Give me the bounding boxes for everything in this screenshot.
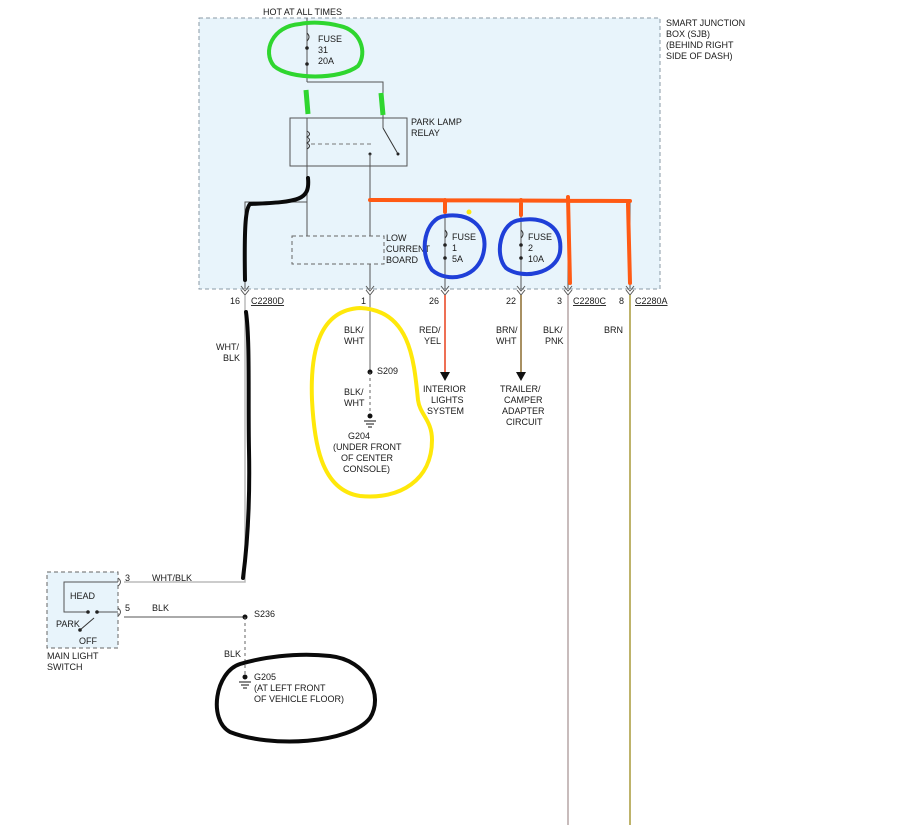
ground-g204-icon bbox=[364, 413, 376, 428]
svg-text:MAIN LIGHT: MAIN LIGHT bbox=[47, 651, 99, 661]
svg-text:1: 1 bbox=[361, 296, 366, 306]
svg-text:20A: 20A bbox=[318, 56, 334, 66]
fuse-31: FUSE 31 20A bbox=[305, 18, 342, 82]
fuse-2: FUSE 2 10A bbox=[519, 229, 552, 264]
ground-g205-icon bbox=[239, 674, 251, 689]
svg-text:WHT: WHT bbox=[496, 336, 517, 346]
svg-text:16: 16 bbox=[230, 296, 240, 306]
wire-label-blk-ground: BLK bbox=[224, 649, 241, 659]
yellow-circle-g204 bbox=[309, 305, 435, 499]
green-circle-fuse31 bbox=[267, 20, 365, 79]
svg-text:RED/: RED/ bbox=[419, 325, 441, 335]
arrow-trailer bbox=[516, 372, 526, 381]
black-circle-g205 bbox=[214, 652, 377, 744]
svg-text:BLK/: BLK/ bbox=[543, 325, 563, 335]
svg-text:26: 26 bbox=[429, 296, 439, 306]
svg-text:5A: 5A bbox=[452, 254, 463, 264]
svg-text:HEAD: HEAD bbox=[70, 591, 96, 601]
svg-text:2: 2 bbox=[528, 243, 533, 253]
svg-text:BRN: BRN bbox=[604, 325, 623, 335]
blue-circle-fuse2 bbox=[497, 217, 563, 277]
svg-text:SYSTEM: SYSTEM bbox=[427, 406, 464, 416]
green-mark-relay-left bbox=[303, 89, 311, 115]
main-light-switch: HEAD PARK OFF 3 5 MAIN LIGHT SWITCH bbox=[46, 571, 130, 672]
svg-text:(BEHIND RIGHT: (BEHIND RIGHT bbox=[666, 40, 734, 50]
svg-text:ADAPTER: ADAPTER bbox=[502, 406, 545, 416]
pin-labels: 16 C2280D 1 26 22 3 C2280C 8 C2280A bbox=[230, 296, 668, 306]
svg-text:BRN/: BRN/ bbox=[496, 325, 518, 335]
wire-label-wht-blk: WHT/BLK bbox=[152, 573, 192, 583]
svg-text:YEL: YEL bbox=[424, 336, 441, 346]
sjb-box bbox=[198, 17, 661, 290]
svg-text:C2280D: C2280D bbox=[251, 296, 285, 306]
svg-text:CAMPER: CAMPER bbox=[504, 395, 543, 405]
svg-text:3: 3 bbox=[557, 296, 562, 306]
svg-text:BLK/: BLK/ bbox=[344, 387, 364, 397]
svg-text:OF VEHICLE FLOOR): OF VEHICLE FLOOR) bbox=[254, 694, 344, 704]
svg-text:FUSE: FUSE bbox=[528, 232, 552, 242]
svg-text:PARK: PARK bbox=[56, 619, 80, 629]
svg-text:INTERIOR: INTERIOR bbox=[423, 384, 467, 394]
low-current-board: LOW CURRENT BOARD bbox=[291, 233, 431, 265]
svg-text:S209: S209 bbox=[377, 366, 398, 376]
svg-text:(UNDER FRONT: (UNDER FRONT bbox=[333, 442, 402, 452]
svg-text:WHT: WHT bbox=[344, 398, 365, 408]
s236-label: S236 bbox=[254, 609, 275, 619]
svg-text:BLK: BLK bbox=[223, 353, 240, 363]
svg-text:1: 1 bbox=[452, 243, 457, 253]
svg-text:TRAILER/: TRAILER/ bbox=[500, 384, 541, 394]
svg-text:SMART JUNCTION: SMART JUNCTION bbox=[666, 18, 745, 28]
svg-text:22: 22 bbox=[506, 296, 516, 306]
sjb-label: SMART JUNCTION BOX (SJB) (BEHIND RIGHT S… bbox=[666, 18, 745, 61]
hot-at-all-times-label: HOT AT ALL TIMES bbox=[263, 7, 342, 17]
svg-text:3: 3 bbox=[125, 573, 130, 583]
park-lamp-relay: PARK LAMP RELAY bbox=[289, 117, 462, 167]
orange-trace bbox=[368, 195, 632, 285]
svg-text:C2280C: C2280C bbox=[573, 296, 607, 306]
svg-text:CONSOLE): CONSOLE) bbox=[343, 464, 390, 474]
svg-text:BOARD: BOARD bbox=[386, 255, 419, 265]
wire-label-blk: BLK bbox=[152, 603, 169, 613]
svg-text:5: 5 bbox=[125, 603, 130, 613]
arrow-interior bbox=[440, 372, 450, 381]
svg-text:BLK/: BLK/ bbox=[344, 325, 364, 335]
g204-label: G204 (UNDER FRONT OF CENTER CONSOLE) bbox=[333, 431, 402, 474]
svg-text:OFF: OFF bbox=[79, 636, 97, 646]
svg-text:WHT/: WHT/ bbox=[216, 342, 239, 352]
svg-text:RELAY: RELAY bbox=[411, 128, 440, 138]
svg-text:FUSE: FUSE bbox=[452, 232, 476, 242]
yellow-dot bbox=[466, 209, 472, 215]
svg-text:C2280A: C2280A bbox=[635, 296, 668, 306]
trailer-label: TRAILER/ CAMPER ADAPTER CIRCUIT bbox=[500, 384, 545, 427]
wire-labels: BLK/ WHT S209 BLK/ WHT RED/ YEL BRN/ WHT… bbox=[216, 325, 623, 408]
svg-text:PARK LAMP: PARK LAMP bbox=[411, 117, 462, 127]
green-mark-relay-right bbox=[378, 92, 386, 116]
svg-text:G205: G205 bbox=[254, 672, 276, 682]
fuse-1: FUSE 1 5A bbox=[443, 229, 476, 264]
wire-wht-blk bbox=[124, 295, 246, 583]
svg-text:CURRENT: CURRENT bbox=[386, 244, 431, 254]
svg-text:BOX (SJB): BOX (SJB) bbox=[666, 29, 710, 39]
interior-lights-label: INTERIOR LIGHTS SYSTEM bbox=[423, 384, 467, 416]
black-trace bbox=[241, 176, 311, 580]
svg-text:WHT: WHT bbox=[344, 336, 365, 346]
svg-text:LOW: LOW bbox=[386, 233, 407, 243]
svg-text:FUSE: FUSE bbox=[318, 34, 342, 44]
svg-text:LIGHTS: LIGHTS bbox=[431, 395, 464, 405]
g205-label: G205 (AT LEFT FRONT OF VEHICLE FLOOR) bbox=[254, 672, 344, 704]
svg-text:10A: 10A bbox=[528, 254, 544, 264]
svg-text:31: 31 bbox=[318, 45, 328, 55]
svg-text:G204: G204 bbox=[348, 431, 370, 441]
svg-text:(AT LEFT FRONT: (AT LEFT FRONT bbox=[254, 683, 326, 693]
blue-circle-fuse1 bbox=[422, 213, 487, 280]
svg-text:OF CENTER: OF CENTER bbox=[341, 453, 394, 463]
svg-text:SWITCH: SWITCH bbox=[47, 662, 83, 672]
svg-text:CIRCUIT: CIRCUIT bbox=[506, 417, 543, 427]
svg-text:8: 8 bbox=[619, 296, 624, 306]
svg-text:PNK: PNK bbox=[545, 336, 564, 346]
svg-text:SIDE OF DASH): SIDE OF DASH) bbox=[666, 51, 733, 61]
